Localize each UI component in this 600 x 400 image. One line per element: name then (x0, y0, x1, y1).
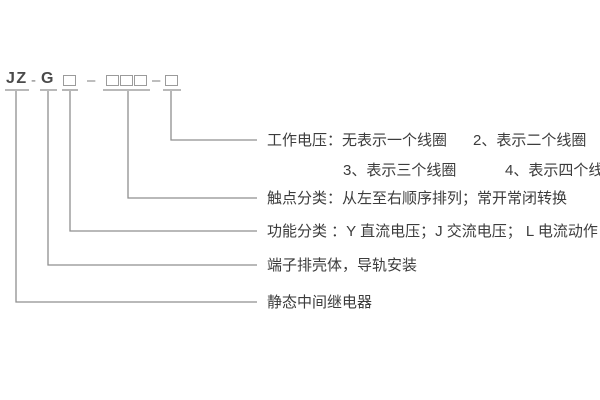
callout-line-function-class (69, 91, 257, 232)
callout-line-contact-class (127, 91, 257, 199)
code-prefix: JZ (6, 70, 28, 87)
code-placeholder-box-4 (134, 75, 147, 86)
code-dash-1: - (31, 72, 36, 89)
code-placeholder-box-1 (63, 75, 76, 86)
callout-working-voltage-row2-right: 4、表示四个线圈 (505, 162, 600, 179)
code-series: G (41, 70, 55, 87)
callout-line-working-voltage (170, 91, 257, 141)
code-placeholder-box-5 (165, 75, 178, 86)
callout-working-voltage-row1-right: 2、表示二个线圈 (473, 132, 587, 149)
callout-line-housing (47, 91, 257, 266)
code-dash-2: – (87, 72, 96, 89)
code-dash-3: – (152, 72, 161, 89)
code-placeholder-box-3 (120, 75, 133, 86)
callout-working-voltage-row1-left: 工作电压：无表示一个线圈 (267, 132, 448, 149)
callout-function-class: 功能分类 ：Y 直流电压；J 交流电压； L 电流动作 (267, 223, 598, 240)
callout-contact-class: 触点分类：从左至右顺序排列；常开常闭转换 (267, 190, 568, 207)
callout-housing: 端子排壳体，导轨安装 (267, 257, 418, 274)
callout-product-type: 静态中间继电器 (267, 294, 373, 311)
callout-line-product-type (15, 91, 257, 303)
code-placeholder-box-2 (106, 75, 119, 86)
callout-working-voltage-row2-left: 3、表示三个线圈 (343, 162, 457, 179)
